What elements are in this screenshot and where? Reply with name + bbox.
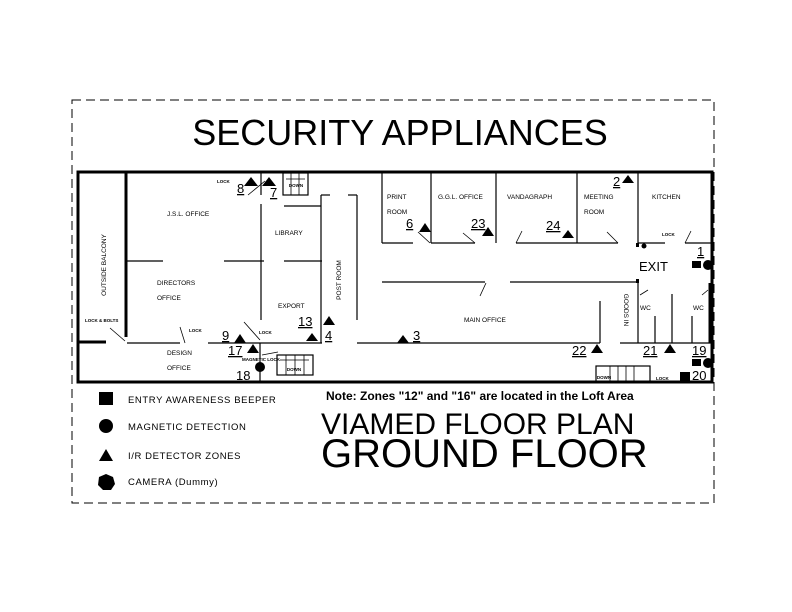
ir-detector-markers (234, 175, 713, 381)
svg-text:22: 22 (572, 343, 586, 358)
stairs-top: DOWN (282, 172, 309, 196)
svg-text:1: 1 (697, 244, 704, 259)
svg-text:13: 13 (298, 314, 312, 329)
zone-numbers: 1 2 3 4 6 7 8 9 13 17 18 19 20 21 22 23 … (222, 174, 706, 383)
beeper-icon (692, 359, 701, 366)
svg-text:MAGNETIC LOCK: MAGNETIC LOCK (242, 357, 281, 362)
room-meeting-room: MEETING (584, 194, 614, 201)
page-border (71, 99, 715, 504)
svg-text:18: 18 (236, 368, 250, 383)
camera-icon (703, 358, 713, 368)
camera-heptagon-icon (98, 474, 115, 490)
door-swings (109, 180, 709, 356)
ir-triangle-icon (664, 344, 676, 353)
building-walls (76, 170, 714, 384)
svg-text:21: 21 (643, 343, 657, 358)
svg-text:2: 2 (613, 174, 620, 189)
svg-text:DOWN: DOWN (289, 183, 303, 188)
magnetic-circle-icon (99, 419, 113, 433)
ir-triangle-icon (482, 227, 494, 236)
exit-label: EXIT (639, 259, 668, 274)
magnetic-detection-icon (641, 243, 647, 249)
ir-triangle-icon (323, 316, 335, 325)
svg-text:MAGNETIC DETECTION: MAGNETIC DETECTION (128, 422, 246, 433)
room-wc: WC (693, 305, 704, 312)
ir-triangle-icon (244, 177, 258, 186)
svg-text:DOWN: DOWN (597, 375, 611, 380)
room-directors: DIRECTORS (157, 280, 196, 287)
legend: ENTRY AWARENESS BEEPER MAGNETIC DETECTIO… (98, 392, 276, 490)
svg-text:DOWN: DOWN (287, 367, 301, 372)
room-design-office: DESIGN (167, 350, 192, 357)
subtitle-ground-floor: GROUND FLOOR (321, 432, 648, 476)
room-export: EXPORT (278, 303, 305, 310)
room-print-room: PRINT (387, 194, 407, 201)
svg-text:ROOM: ROOM (387, 209, 407, 216)
svg-text:7: 7 (270, 185, 277, 200)
room-ggl-office: G.G.L. OFFICE (438, 194, 483, 201)
room-library: LIBRARY (275, 230, 303, 237)
ir-triangle-icon (562, 230, 574, 238)
room-outside-balcony: OUTSIDE BALCONY (101, 233, 108, 295)
svg-text:ENTRY AWARENESS BEEPER: ENTRY AWARENESS BEEPER (128, 395, 276, 406)
svg-text:LOCK: LOCK (217, 179, 230, 184)
svg-text:3: 3 (413, 328, 420, 343)
room-labels: OUTSIDE BALCONY J.S.L. OFFICE LIBRARY DI… (101, 194, 704, 372)
stairs-bottom-right: DOWN (595, 365, 651, 383)
svg-text:4: 4 (325, 328, 332, 343)
svg-text:8: 8 (237, 181, 244, 196)
lock-annotations: LOCK LOCK & BOLTS LOCK LOCK MAGNETIC LOC… (85, 179, 675, 381)
svg-text:LOCK & BOLTS: LOCK & BOLTS (85, 318, 118, 323)
beeper-icon (692, 261, 701, 268)
svg-text:9: 9 (222, 328, 229, 343)
loft-note: Note: Zones "12" and "16" are located in… (326, 389, 634, 403)
svg-text:LOCK: LOCK (259, 330, 272, 335)
room-goods-in: GOODS IN (622, 294, 629, 327)
svg-text:6: 6 (406, 216, 413, 231)
beeper-square-icon (99, 392, 113, 405)
room-kitchen: KITCHEN (652, 194, 681, 201)
camera-icon (703, 260, 713, 270)
svg-text:LOCK: LOCK (662, 232, 675, 237)
svg-text:19: 19 (692, 343, 706, 358)
svg-text:24: 24 (546, 218, 560, 233)
ir-triangle-icon (419, 223, 431, 232)
room-main-office: MAIN OFFICE (464, 317, 507, 324)
room-post-room: POST ROOM (336, 260, 343, 300)
room-jsl-office: J.S.L. OFFICE (167, 211, 210, 218)
beeper-icon (680, 372, 690, 381)
ir-triangle-icon (99, 449, 113, 461)
subtitle-floor-plan: VIAMED FLOOR PLAN (321, 408, 634, 441)
ir-triangle-icon (247, 344, 259, 353)
svg-text:OFFICE: OFFICE (167, 365, 191, 372)
svg-text:I/R DETECTOR ZONES: I/R DETECTOR ZONES (128, 451, 241, 462)
ir-triangle-icon (234, 334, 246, 343)
ir-triangle-icon (262, 177, 276, 186)
ir-triangle-icon (622, 175, 634, 183)
svg-text:LOCK: LOCK (189, 328, 202, 333)
room-wc: WC (640, 305, 651, 312)
title: SECURITY APPLIANCES (192, 112, 607, 153)
svg-text:LOCK: LOCK (656, 376, 669, 381)
svg-text:17: 17 (228, 343, 242, 358)
svg-text:CAMERA (Dummy): CAMERA (Dummy) (128, 477, 218, 488)
room-vandagraph: VANDAGRAPH (507, 194, 552, 201)
magnetic-detection-icon (255, 362, 265, 372)
svg-text:20: 20 (692, 368, 706, 383)
stairs-bottom-left: DOWN (276, 354, 314, 376)
svg-text:OFFICE: OFFICE (157, 295, 181, 302)
ir-triangle-icon (306, 333, 318, 341)
ir-triangle-icon (397, 335, 409, 343)
ir-triangle-icon (591, 344, 603, 353)
svg-text:ROOM: ROOM (584, 209, 604, 216)
svg-text:23: 23 (471, 216, 485, 231)
